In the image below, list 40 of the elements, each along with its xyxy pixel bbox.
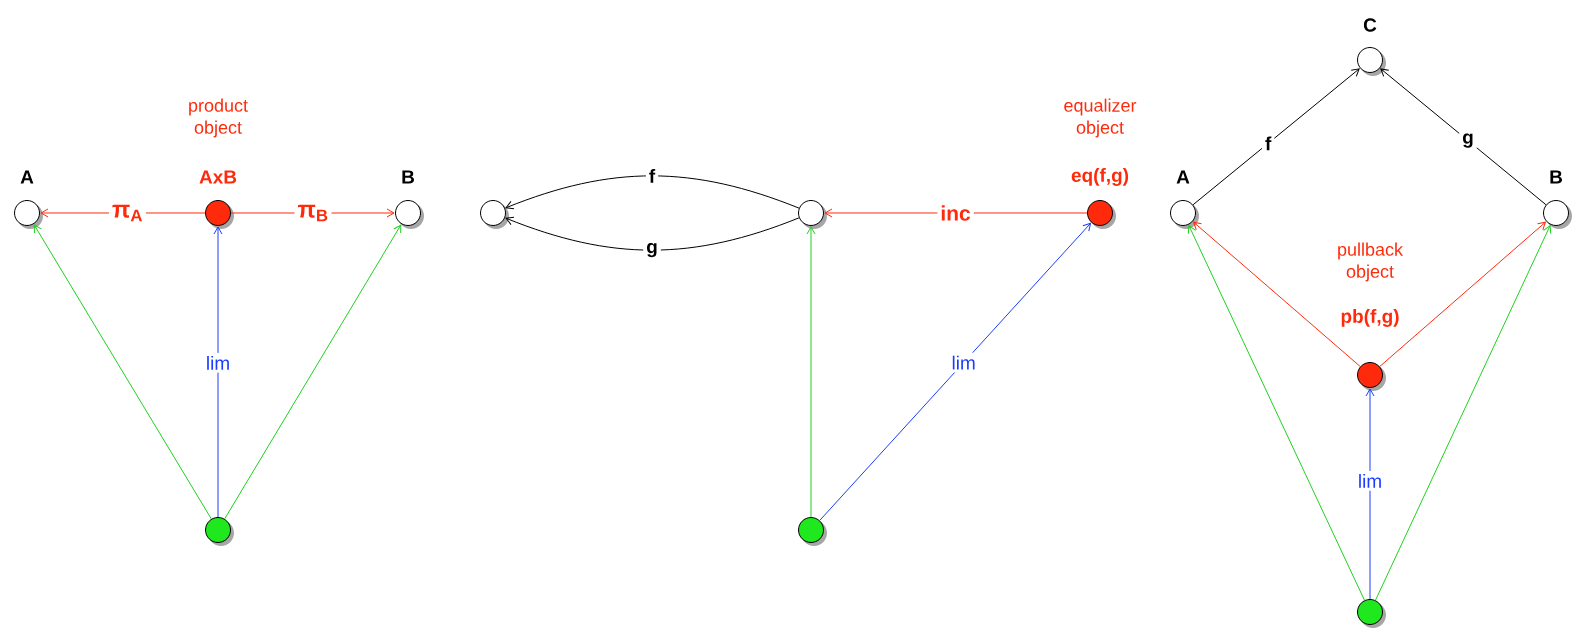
arrow [224, 224, 402, 520]
node-label: B [402, 170, 414, 184]
arrow [1379, 221, 1546, 367]
arrow [819, 222, 1092, 521]
edge-label: inc [937, 202, 974, 224]
circle-node [480, 200, 509, 229]
node-label: C [1363, 18, 1377, 32]
arrow [1365, 388, 1375, 600]
arrow [213, 226, 223, 518]
arrow [1187, 225, 1365, 601]
node-label: pb(f,g) [1341, 309, 1399, 327]
edge-label: f [645, 166, 659, 186]
arrow [1192, 68, 1360, 206]
arrow [505, 175, 800, 210]
edge-label: g [643, 239, 661, 261]
circle-node [798, 517, 827, 546]
arrow [1375, 225, 1552, 601]
arrow [505, 216, 800, 251]
edge-label: lim [202, 352, 234, 373]
circle-node [798, 200, 827, 229]
arrow [1193, 221, 1361, 367]
edge-label: π$_{B}$ [294, 201, 332, 225]
annotation: product object [189, 98, 248, 138]
edge-label: π$_{A}$ [108, 201, 146, 225]
arrow [33, 224, 212, 520]
arrow [1380, 68, 1547, 206]
node-label: A [20, 170, 34, 184]
arrow [806, 226, 816, 518]
edge-label: lim [948, 352, 979, 373]
annotation: equalizer object [1064, 98, 1137, 138]
circle-node [205, 517, 234, 546]
circle-node [1357, 599, 1386, 628]
node-label: B [1550, 170, 1562, 184]
edge-label: f [1262, 133, 1275, 154]
annotation: pullback object [1338, 242, 1404, 282]
node-label: eq(f,g) [1071, 168, 1129, 186]
node-label: AxB [199, 170, 237, 184]
edge-label: g [1459, 130, 1477, 151]
edge-label: lim [1354, 470, 1386, 491]
node-label: A [1176, 170, 1190, 184]
